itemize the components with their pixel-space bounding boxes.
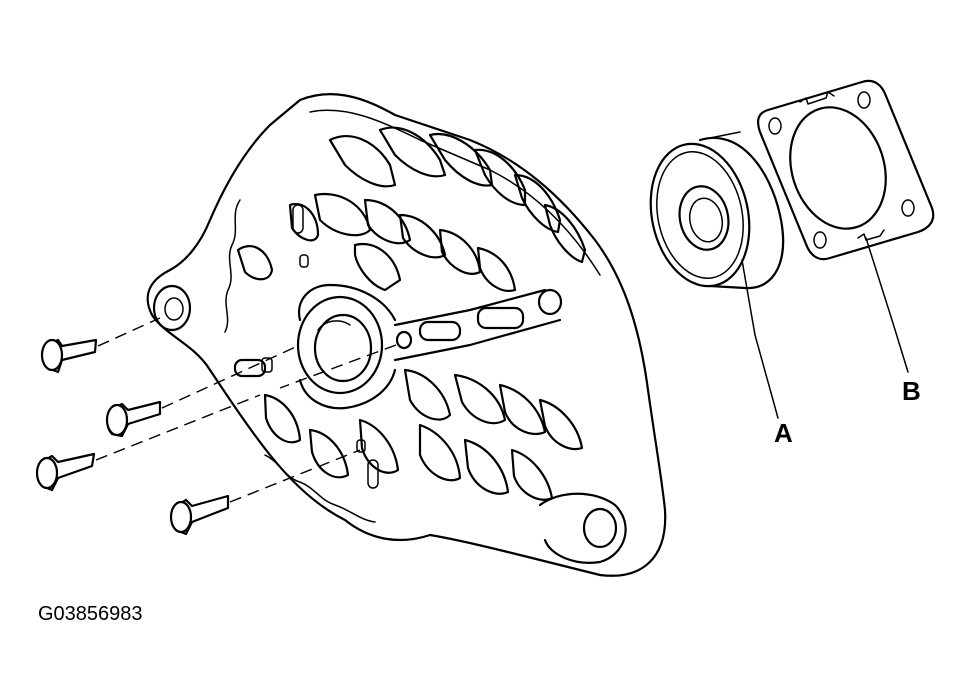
alternator-rear-housing [146, 93, 667, 577]
retainer-plate-part-b [757, 79, 935, 261]
mounting-bolts [35, 317, 397, 536]
callout-label-a: A [774, 418, 793, 448]
leader-lines [741, 237, 909, 419]
callout-label-b: B [902, 376, 921, 406]
bolt-2 [105, 344, 301, 438]
figure-code: G03856983 [38, 603, 143, 625]
bolt-1 [40, 317, 161, 374]
leader-line-a [741, 259, 779, 419]
bearing-part-a [649, 131, 785, 290]
bolt-3 [35, 394, 261, 492]
leader-line-b [865, 237, 909, 373]
bolt-4 [169, 449, 361, 536]
